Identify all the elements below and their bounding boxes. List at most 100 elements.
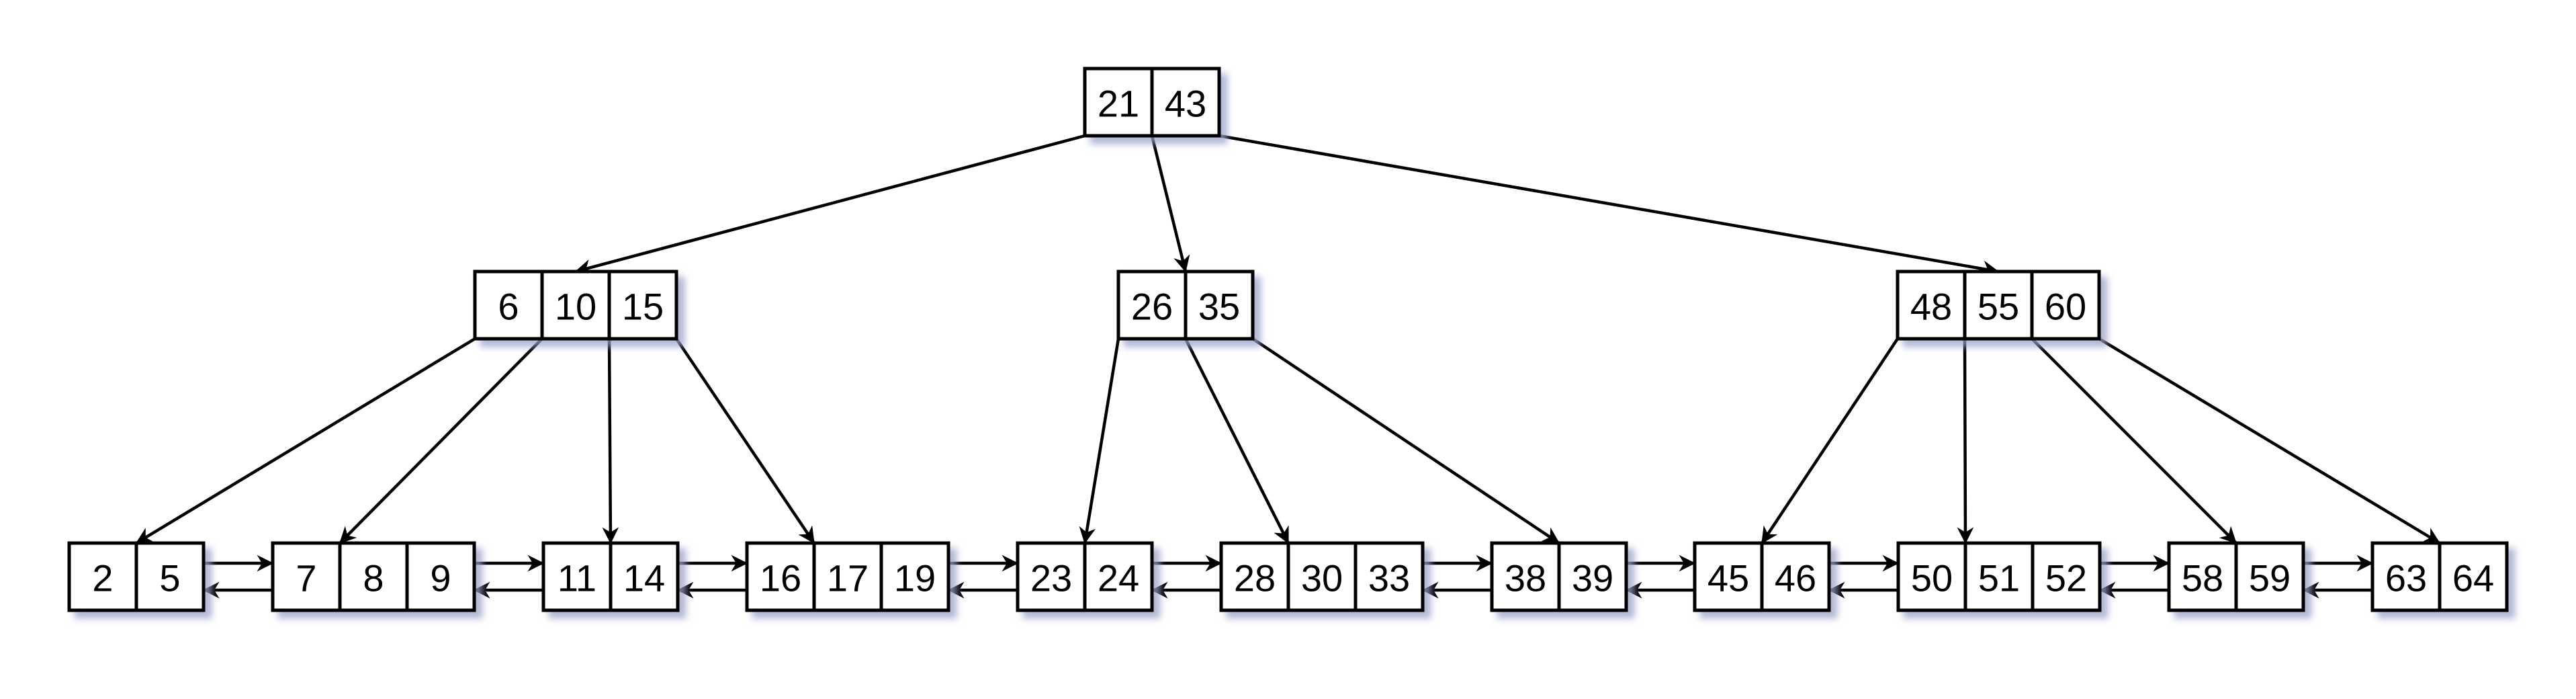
leaf-link-pair xyxy=(2302,554,2374,599)
key-cell-box xyxy=(271,541,342,612)
leaf-node-cell: 33 xyxy=(1353,541,1425,612)
leaf-link-pair xyxy=(473,554,545,599)
key-label: 59 xyxy=(2249,557,2291,600)
key-label: 14 xyxy=(623,557,665,600)
root-node-cell: 21 xyxy=(1083,67,1154,138)
key-cell-box xyxy=(1896,270,1967,341)
key-cell-box xyxy=(2438,541,2509,612)
key-cell-box xyxy=(607,270,678,341)
key-cell-box xyxy=(1083,67,1154,138)
key-cell-box xyxy=(1963,541,2035,612)
key-cell-box xyxy=(1083,541,1154,612)
leaf-node-cell: 38 xyxy=(1490,541,1561,612)
key-cell-box xyxy=(1219,541,1290,612)
leaf-node: 28 30 33 xyxy=(1219,541,1425,612)
leaf-node-cell: 45 xyxy=(1693,541,1764,612)
key-label: 28 xyxy=(1234,557,1276,600)
internal-node-cell: 48 xyxy=(1896,270,1967,341)
leaf-link-pair xyxy=(1151,554,1223,599)
leaf-node-cell: 46 xyxy=(1760,541,1831,612)
key-label: 45 xyxy=(1707,557,1749,600)
key-cell-box xyxy=(1760,541,1831,612)
key-label: 11 xyxy=(558,557,596,600)
leaf-link-pair xyxy=(1421,554,1493,599)
leaf-node-cell: 5 xyxy=(134,541,206,612)
leaf-node-cell: 9 xyxy=(405,541,476,612)
leaf-node-cell: 52 xyxy=(2031,541,2102,612)
root-child-edge xyxy=(574,134,1085,276)
internal-child-edge xyxy=(135,337,476,544)
key-label: 58 xyxy=(2182,557,2223,600)
leaf-link-pair xyxy=(1828,554,1900,599)
key-cell-box xyxy=(2167,541,2238,612)
leaf-node: 58 59 xyxy=(2167,541,2305,612)
leaf-node: 11 14 xyxy=(541,541,680,612)
leaf-sibling-links xyxy=(202,554,2374,599)
key-cell-box xyxy=(1150,67,1221,138)
root-node-cell: 43 xyxy=(1150,67,1221,138)
key-label: 9 xyxy=(430,557,451,600)
key-label: 46 xyxy=(1775,557,1816,600)
key-cell-box xyxy=(541,541,613,612)
key-label: 64 xyxy=(2452,557,2494,600)
internal-child-edge xyxy=(1079,338,1120,544)
key-cell-box xyxy=(609,541,680,612)
internal-child-edge xyxy=(602,338,619,544)
internal-node-cell: 15 xyxy=(607,270,678,341)
internal-child-edge xyxy=(675,337,815,544)
key-label: 30 xyxy=(1301,557,1343,600)
internal-child-edge xyxy=(2098,337,2441,544)
internal-node-cell: 55 xyxy=(1963,270,2034,341)
leaf-node-cell: 23 xyxy=(1016,541,1087,612)
leaf-node-cell: 59 xyxy=(2234,541,2305,612)
key-label: 39 xyxy=(1572,557,1613,600)
leaf-link-pair xyxy=(676,554,748,599)
leaf-link-pair xyxy=(947,554,1019,599)
key-label: 50 xyxy=(1911,557,1953,600)
key-cell-box xyxy=(2234,541,2305,612)
leaf-node: 45 46 xyxy=(1693,541,1831,612)
key-cell-box xyxy=(1016,541,1087,612)
leaf-node: 23 24 xyxy=(1016,541,1154,612)
key-cell-box xyxy=(812,541,883,612)
leaf-node-cell: 14 xyxy=(609,541,680,612)
key-cell-box xyxy=(2031,541,2102,612)
key-label: 60 xyxy=(2045,286,2086,328)
key-label: 21 xyxy=(1098,83,1139,125)
key-label: 33 xyxy=(1368,557,1410,600)
leaf-link-pair xyxy=(1625,554,1696,599)
internal-node: 48 55 60 xyxy=(1896,270,2101,341)
leaf-node-cell: 2 xyxy=(67,541,138,612)
internal-child-edge xyxy=(1184,337,1290,544)
key-cell-box xyxy=(1557,541,1628,612)
internal-node-cell: 6 xyxy=(473,270,544,341)
internal-child-edge xyxy=(2031,337,2237,544)
leaf-node-cell: 24 xyxy=(1083,541,1154,612)
key-cell-box xyxy=(338,541,409,612)
leaf-node-cell: 28 xyxy=(1219,541,1290,612)
key-cell-box xyxy=(67,541,138,612)
leaf-node-cell: 63 xyxy=(2370,541,2442,612)
internal-node-cell: 10 xyxy=(540,270,611,341)
key-label: 23 xyxy=(1030,557,1072,600)
key-label: 6 xyxy=(498,286,519,328)
key-cell-box xyxy=(134,541,206,612)
key-cell-box xyxy=(1184,270,1255,341)
tree-edges xyxy=(135,134,2441,544)
key-label: 43 xyxy=(1165,83,1206,125)
key-label: 7 xyxy=(296,557,316,600)
leaf-node-cell: 16 xyxy=(745,541,816,612)
leaf-link-pair xyxy=(202,554,274,599)
internal-node-cell: 26 xyxy=(1116,270,1188,341)
leaf-node-cell: 19 xyxy=(879,541,950,612)
key-cell-box xyxy=(405,541,476,612)
key-label: 48 xyxy=(1910,286,1952,328)
key-label: 35 xyxy=(1198,286,1240,328)
